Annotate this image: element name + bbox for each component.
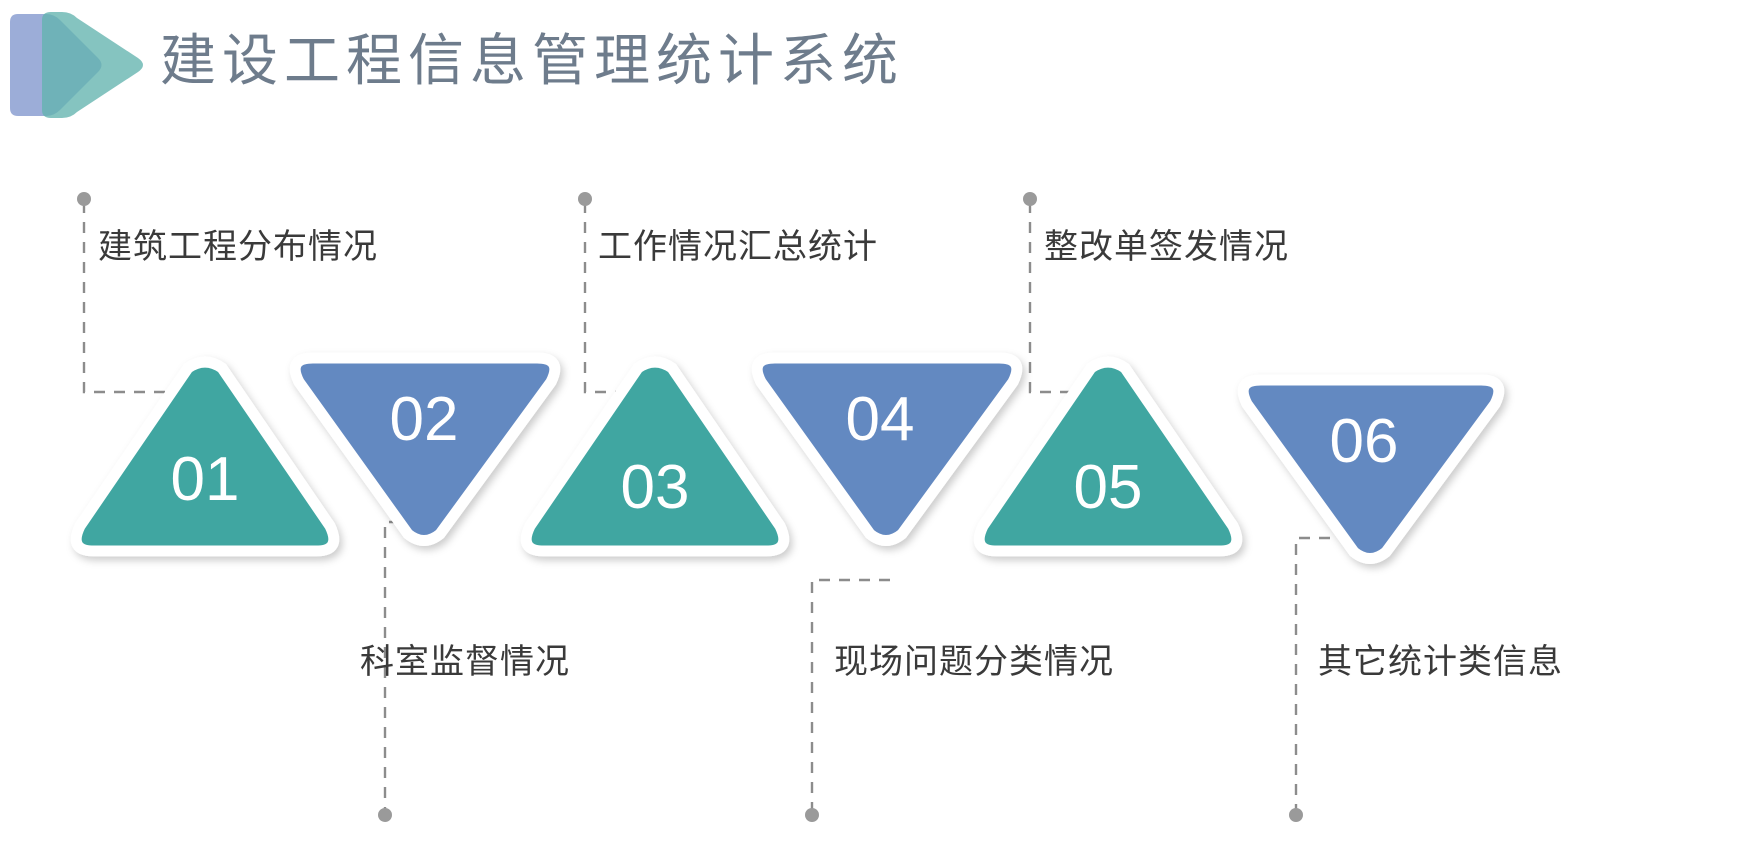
step-label-04: 现场问题分类情况 [834,643,1114,681]
step-label-05: 整改单签发情况 [1044,228,1289,266]
step-shape-02-body[interactable] [289,352,561,546]
step-shape-03[interactable]: 03 [520,356,790,557]
step-shape-04[interactable]: 04 [751,352,1023,546]
step-shape-02[interactable]: 02 [289,352,561,546]
step-number-02: 02 [390,385,459,454]
step-shape-05[interactable]: 05 [973,356,1243,557]
step-shape-06-body[interactable] [1237,374,1505,564]
step-shape-05-body[interactable] [973,356,1243,557]
page-title: 建设工程信息管理统计系统 [160,29,904,92]
step-label-01: 建筑工程分布情况 [98,228,378,266]
step-shape-06[interactable]: 06 [1237,374,1505,564]
step-number-04: 04 [846,385,915,454]
step-number-01: 01 [171,445,240,514]
step-shape-01[interactable]: 01 [70,356,340,557]
step-shape-03-body[interactable] [520,356,790,557]
step-number-05: 05 [1074,453,1143,522]
step-number-06: 06 [1330,407,1399,476]
step-shape-04-body[interactable] [751,352,1023,546]
step-shape-01-body[interactable] [70,356,340,557]
step-label-03: 工作情况汇总统计 [598,228,878,266]
step-label-02: 科室监督情况 [360,643,570,681]
double-play-triangle-logo [2,6,152,124]
page-header: 建设工程信息管理统计系统 [0,0,1740,130]
step-number-03: 03 [621,453,690,522]
step-label-06: 其它统计类信息 [1318,643,1563,681]
